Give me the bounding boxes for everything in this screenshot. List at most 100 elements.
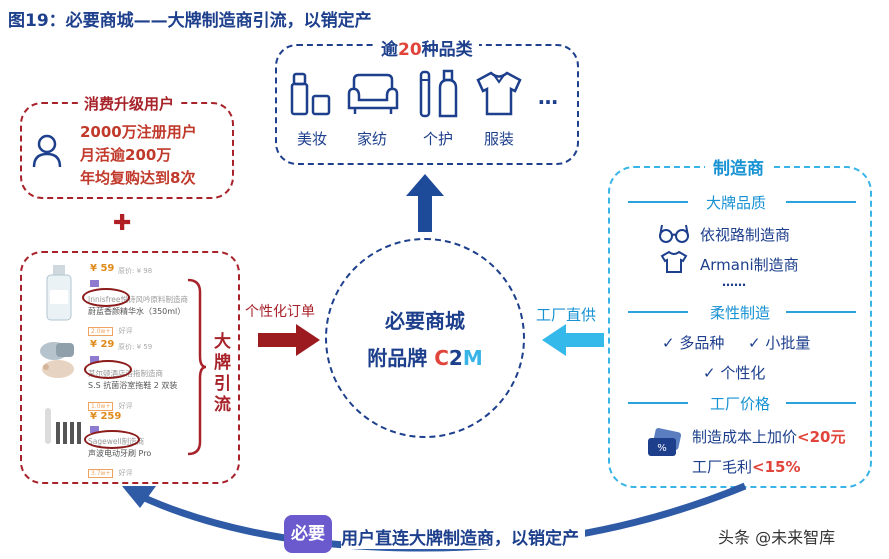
product-2-tag (90, 356, 99, 363)
divider-left-2 (628, 311, 688, 313)
right-arrow-red-icon (258, 324, 320, 356)
left-arrow-cyan-icon (542, 324, 604, 356)
consumer-line-1: 2000万注册用户 (80, 121, 197, 142)
product-2-review-suffix: 好评 (118, 402, 133, 410)
factory-margin-value: <15% (752, 458, 801, 476)
product-1-highlight-oval (82, 288, 130, 307)
brand-traffic-label: 大牌引流 (214, 332, 231, 415)
product-1-price: ¥ 59 (90, 263, 115, 274)
factory-price-heading: 工厂价格 (710, 395, 771, 413)
biyao-logo: 必要 (284, 515, 332, 553)
divider-right-2 (786, 311, 856, 313)
monthly-active-prefix: 月活逾 (80, 146, 126, 164)
registered-users-text: 万注册用户 (121, 123, 197, 141)
category-label-home-textile: 家纺 (356, 130, 387, 148)
product-1-review-count: 2.0w+ (88, 327, 114, 336)
plus-icon: ✚ (113, 211, 132, 236)
biyao-logo-text: 必要 (291, 524, 325, 544)
product-1-reviews: 2.0w+ 好评 (88, 318, 133, 337)
slippers-image (40, 342, 74, 378)
cost-markup-value: <20元 (797, 428, 846, 446)
consumer-title: 消费升级用户 (78, 93, 181, 114)
brands-more: …… (722, 275, 746, 289)
shirt-icon (476, 71, 522, 116)
manufacturer-title: 制造商 (705, 154, 772, 179)
product-1-maker: Innisfree悦诗风吟原料制造商 (88, 295, 188, 304)
toothbrush-image (45, 408, 81, 444)
sofa-icon (347, 73, 399, 114)
consumer-line-2: 月活逾200万 (80, 144, 171, 165)
c2m-2: 2 (448, 346, 463, 370)
product-2-original-price: 原价: ¥ 59 (118, 343, 153, 351)
product-1-name: 蔚蓝香颜精华水（350ml） (88, 307, 186, 316)
glasses-icon (659, 224, 689, 243)
center-line-2: 附品牌 C2M (325, 342, 525, 371)
categories-header-prefix: 逾 (381, 40, 398, 60)
factory-direct-label: 工厂直供 (536, 306, 597, 324)
repurchase-number: 8 (170, 169, 181, 187)
brand-essilor: 依视路制造商 (700, 226, 791, 244)
discount-coupon-icon: % (648, 428, 682, 456)
cost-markup-prefix: 制造成本上加价 (692, 428, 798, 446)
product-1-review-suffix: 好评 (118, 327, 133, 335)
brand-armani: Armani制造商 (700, 256, 799, 274)
coupon-percent-glyph: % (657, 443, 667, 454)
page-title: 图19：必要商城——大牌制造商引流，以销定产 (8, 11, 372, 31)
category-label-apparel: 服装 (483, 130, 514, 148)
product-3-review-suffix: 好评 (118, 469, 133, 477)
toiletries-icon (419, 69, 458, 118)
flex-personalized: ✓ 个性化 (703, 364, 766, 382)
products-bracket (187, 278, 207, 456)
c2m-c: C (434, 346, 449, 370)
product-3-price: ¥ 259 (90, 411, 122, 422)
divider-right-1 (786, 201, 856, 203)
product-3-name: 声波电动牙刷 Pro (88, 449, 152, 458)
repurchase-suffix: 次 (180, 169, 196, 187)
registered-users-number: 2000 (80, 123, 122, 141)
products-box (20, 251, 240, 484)
product-2-highlight-oval (84, 360, 132, 379)
factory-margin-line: 工厂毛利<15% (692, 456, 801, 477)
repurchase-prefix: 年均复购达到 (80, 169, 171, 187)
product-2-price: ¥ 29 (90, 339, 115, 350)
product-3-highlight-oval (84, 430, 140, 449)
center-circle (325, 238, 525, 438)
cost-markup-line: 制造成本上加价<20元 (692, 426, 845, 447)
center-line-1: 必要商城 (385, 309, 465, 333)
categories-header: 逾20种品类 (375, 35, 479, 60)
personalized-order-label: 个性化订单 (245, 304, 315, 320)
product-2-reviews: 1.0w+ 好评 (88, 393, 133, 412)
product-1-tag (90, 280, 99, 287)
categories-header-number: 20 (398, 40, 422, 60)
category-label-makeup: 美妆 (296, 130, 327, 148)
divider-left-1 (628, 201, 688, 203)
up-arrow-icon (406, 174, 444, 232)
product-3-review-count: 3.7w+ (88, 469, 114, 478)
user-icon (32, 134, 62, 168)
c2m-m: M (462, 346, 483, 370)
flexible-heading: 柔性制造 (710, 304, 771, 322)
product-1-original-price: 原价: ¥ 98 (118, 267, 153, 275)
product-3-tag (90, 426, 99, 433)
bottom-caption: 用户直连大牌制造商，以销定产 (341, 524, 585, 549)
categories-more: … (538, 85, 558, 109)
lipstick-icon (290, 72, 331, 116)
consumer-line-3: 年均复购达到8次 (80, 167, 195, 188)
monthly-active-number: 200 (125, 146, 157, 164)
watermark: 头条 @未来智库 (718, 528, 836, 547)
product-2-review-count: 1.0w+ (88, 402, 114, 411)
brand-quality-heading: 大牌品质 (706, 194, 767, 212)
flex-multi-variety: ✓ 多品种 (662, 334, 725, 352)
flex-small-batch: ✓ 小批量 (748, 334, 811, 352)
center-brand-prefix: 附品牌 (367, 346, 428, 370)
product-3-reviews: 3.7w+ 好评 (88, 460, 133, 479)
monthly-active-suffix: 万 (156, 146, 172, 164)
divider-left-3 (628, 402, 688, 404)
category-label-personal-care: 个护 (422, 130, 453, 148)
categories-header-suffix: 种品类 (421, 40, 473, 60)
toner-bottle-image (46, 265, 72, 321)
tshirt-icon (660, 250, 688, 273)
divider-right-3 (786, 402, 856, 404)
factory-margin-prefix: 工厂毛利 (692, 458, 753, 476)
product-2-name: S.S 抗菌浴室拖鞋 2 双装 (88, 381, 178, 390)
